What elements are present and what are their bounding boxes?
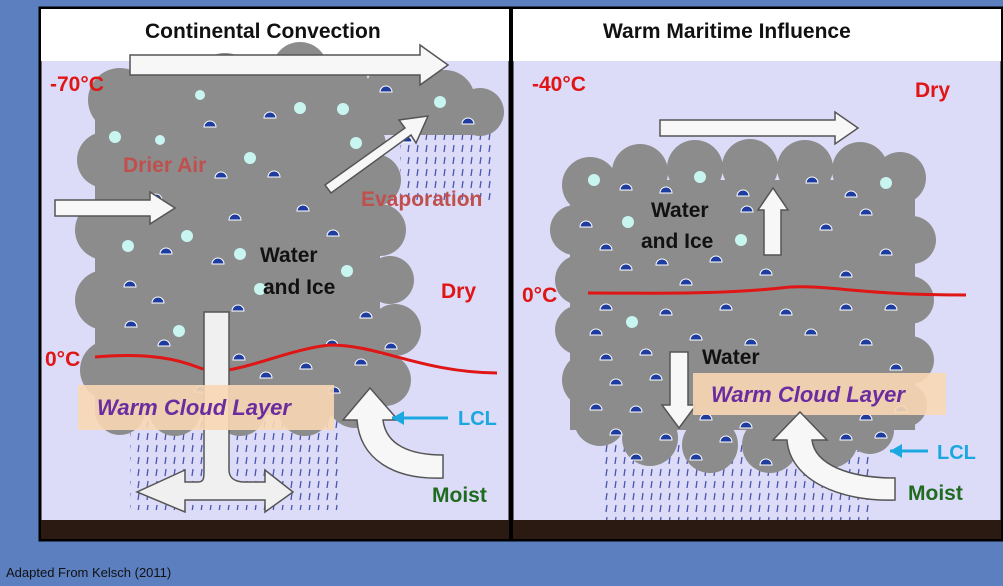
left-water-label: Water (260, 244, 318, 267)
right-warm-cloud-layer-box (693, 373, 946, 415)
right-sky-top (513, 9, 1001, 61)
right-water-ice-line1: Water (651, 199, 709, 222)
left-moist-label: Moist (432, 484, 487, 507)
left-drier-air-label: Drier Air (123, 154, 206, 177)
left-freezing-line (94, 343, 498, 375)
left-warm-cloud-layer-label: Warm Cloud Layer (97, 395, 292, 420)
left-outflow-arrow (129, 43, 450, 87)
right-ice-crystals (588, 171, 892, 328)
right-top-temperature: -40°C (532, 73, 586, 96)
left-evaporation-label: Evaporation (361, 188, 482, 211)
right-panel: Warm Cloud Layer Warm Maritime Influence… (510, 6, 1003, 542)
right-ground (513, 520, 1001, 539)
left-evaporation-arrow (323, 115, 430, 195)
right-outflow-arrow (659, 110, 860, 146)
citation: Adapted From Kelsch (2011) (6, 565, 172, 580)
left-lcl-label: LCL (458, 408, 497, 430)
right-updraft-arrow (756, 186, 790, 256)
right-freezing-line (587, 285, 967, 297)
right-lcl-label: LCL (937, 442, 976, 464)
left-ground (41, 520, 509, 539)
right-downdraft-arrow (660, 351, 698, 430)
left-dry-label: Dry (441, 280, 476, 303)
left-ice-crystals (109, 90, 446, 337)
left-warm-cloud-layer-box (78, 385, 334, 430)
right-freezing-label: 0°C (522, 284, 557, 307)
left-panel: Warm Cloud Layer Continental Convection … (38, 6, 512, 542)
left-dry-inflow-arrow (54, 190, 177, 226)
left-freezing-label: 0°C (45, 348, 80, 371)
left-panel-title: Continental Convection (145, 20, 381, 43)
right-lcl-arrowhead (890, 444, 902, 458)
left-top-temperature: -70°C (50, 73, 104, 96)
right-panel-title: Warm Maritime Influence (603, 20, 851, 43)
right-water-drops (579, 176, 908, 466)
right-dry-label: Dry (915, 79, 950, 102)
right-water-ice-line2: and Ice (641, 230, 713, 253)
left-lcl-arrowhead (392, 411, 404, 425)
right-moist-label: Moist (908, 482, 963, 505)
right-warm-cloud-layer-label: Warm Cloud Layer (711, 382, 906, 407)
right-water-label: Water (702, 346, 760, 369)
left-and-ice-label: and Ice (263, 276, 335, 299)
left-moist-inflow-arrow (341, 386, 444, 479)
right-moist-inflow-arrow (771, 410, 896, 501)
